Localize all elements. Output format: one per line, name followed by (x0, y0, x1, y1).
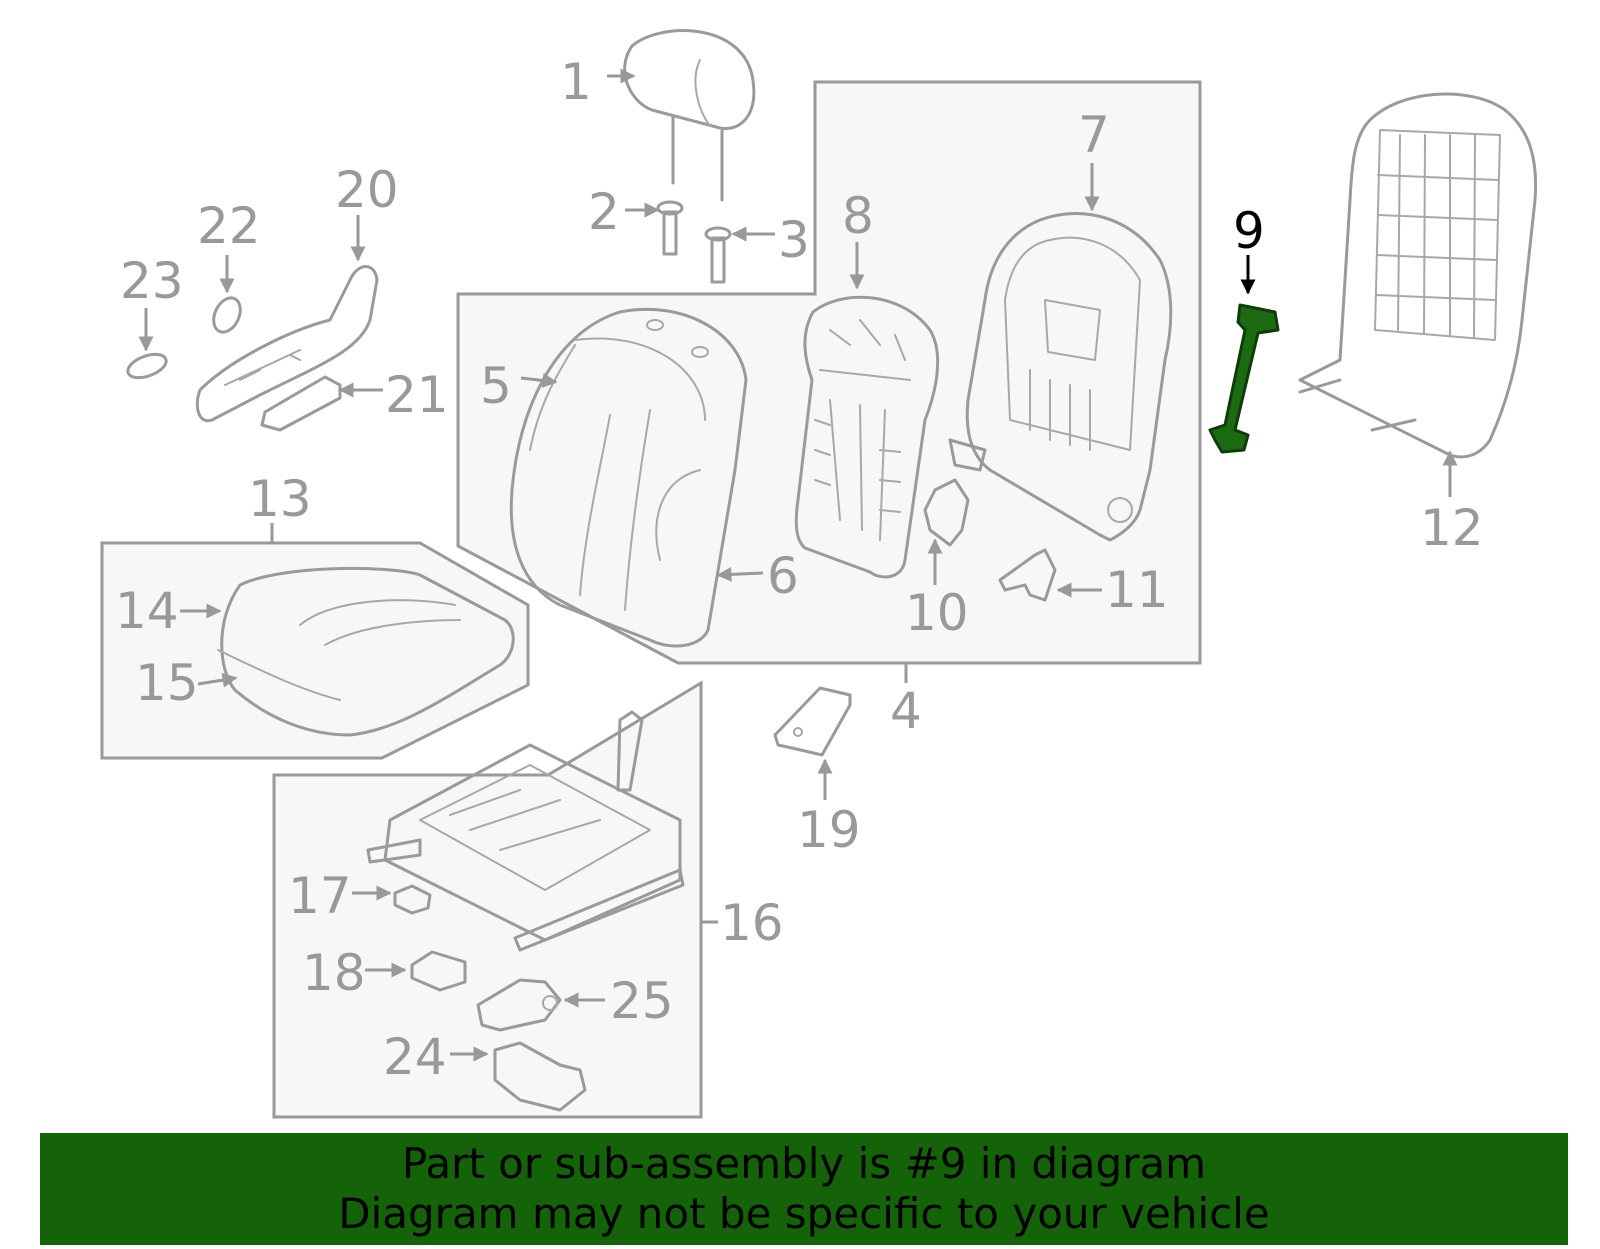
headrest-part[interactable] (623, 29, 756, 202)
callout-8: 8 (842, 187, 874, 245)
callout-9-highlighted: 9 (1233, 202, 1265, 260)
bracket-19-part[interactable] (773, 686, 852, 757)
motor-24-part[interactable] (493, 1041, 587, 1112)
knob-22-part[interactable] (209, 294, 246, 337)
info-banner-text: Part or sub-assembly is #9 in diagram Di… (40, 1133, 1568, 1245)
callout-11: 11 (1105, 561, 1169, 619)
bracket-10-part[interactable] (923, 478, 970, 547)
switch-17-part[interactable] (393, 884, 432, 915)
backrest-pad-part[interactable] (794, 295, 940, 579)
callout-24: 24 (383, 1028, 447, 1086)
bolt-2-part[interactable] (656, 200, 684, 256)
callout-10: 10 (905, 584, 969, 642)
callout-16: 16 (720, 894, 784, 952)
callout-3: 3 (778, 211, 810, 269)
callout-13: 13 (248, 470, 312, 528)
callout-20: 20 (335, 161, 399, 219)
cushion-group-box (100, 541, 530, 760)
callout-19: 19 (797, 801, 861, 859)
callout-18: 18 (302, 944, 366, 1002)
switch-21-part[interactable] (260, 375, 342, 432)
callout-15: 15 (135, 654, 199, 712)
banner-line-2: Diagram may not be specific to your vehi… (338, 1189, 1270, 1238)
callout-1: 1 (560, 53, 592, 111)
bolt-3-part[interactable] (704, 226, 732, 284)
callout-7: 7 (1078, 106, 1110, 164)
callout-14: 14 (115, 582, 179, 640)
seatback-group-box (456, 80, 1202, 665)
callout-22: 22 (197, 197, 261, 255)
seatback-frame-part[interactable] (948, 212, 1173, 542)
track-group-box (272, 680, 703, 1119)
motor-25-part[interactable] (476, 978, 562, 1032)
cushion-part[interactable] (217, 566, 515, 737)
knob-23-part[interactable] (125, 350, 169, 382)
callout-6: 6 (767, 547, 799, 605)
module-18-part[interactable] (410, 950, 467, 992)
side-trim-part[interactable] (195, 265, 379, 423)
callout-21: 21 (385, 366, 449, 424)
banner-line-1: Part or sub-assembly is #9 in diagram (401, 1139, 1207, 1188)
callout-5: 5 (480, 357, 512, 415)
callout-2: 2 (588, 183, 620, 241)
bracket-11-part[interactable] (998, 548, 1057, 602)
callout-12: 12 (1420, 499, 1484, 557)
callout-23: 23 (120, 252, 184, 310)
info-banner (40, 1133, 1568, 1245)
seatback-cover-part[interactable] (509, 307, 748, 648)
seatback-panel-part[interactable] (1298, 92, 1538, 459)
seatback-rod-part-9[interactable] (1208, 303, 1280, 454)
callout-17: 17 (288, 867, 352, 925)
callout-4: 4 (890, 682, 922, 740)
seat-track-part[interactable] (366, 710, 685, 952)
callout-25: 25 (610, 972, 674, 1030)
leader-lines (138, 68, 1458, 1062)
